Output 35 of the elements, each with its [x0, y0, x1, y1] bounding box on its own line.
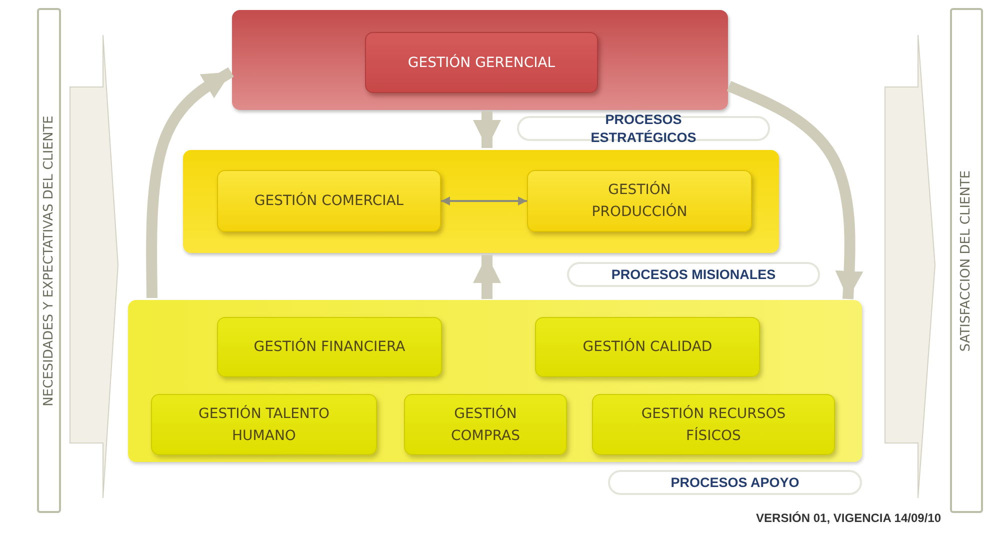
process-box: [365, 32, 598, 93]
process-label: GESTIÓN COMPRAS: [450, 404, 521, 446]
category-pill: [608, 470, 862, 495]
process-band: [128, 300, 862, 462]
process-label: GESTIÓN RECURSOS FÍSICOS: [640, 404, 787, 446]
process-band: [183, 150, 779, 253]
process-label: GESTIÓN GERENCIAL: [408, 53, 556, 72]
process-label: GESTIÓN COMERCIAL: [254, 191, 404, 211]
process-label: GESTIÓN FINANCIERA: [254, 337, 406, 357]
process-label: GESTIÓN TALENTO HUMANO: [198, 404, 330, 446]
process-box: [535, 317, 760, 377]
category-label: PROCESOS ESTRATÉGICOS: [590, 110, 698, 146]
vertical-label: NECESIDADES Y EXPECTATIVAS DEL CLIENTE: [40, 115, 57, 406]
process-label: GESTIÓN PRODUCCIÓN: [590, 180, 688, 222]
arrow: [726, 80, 864, 300]
process-box: [527, 170, 752, 232]
process-box: [404, 394, 567, 455]
category-pill: [517, 116, 770, 141]
customer-panel: [950, 8, 983, 513]
arrow: [146, 67, 234, 298]
category-label: PROCESOS APOYO: [670, 474, 800, 492]
arrow: [473, 255, 501, 299]
process-box: [217, 317, 442, 377]
arrow: [473, 111, 501, 148]
arrow: [441, 196, 527, 206]
version-note: VERSIÓN 01, VIGENCIA 14/09/10: [756, 511, 941, 525]
category-label: PROCESOS MISIONALES: [611, 266, 776, 284]
process-box: [151, 394, 377, 455]
process-band: [232, 10, 728, 110]
vertical-label: SATISFACCION DEL CLIENTE: [958, 170, 974, 352]
category-pill: [567, 262, 820, 287]
process-box: [217, 170, 441, 232]
customer-panel: [37, 8, 61, 513]
process-label: GESTIÓN CALIDAD: [582, 337, 712, 357]
process-box: [592, 394, 835, 455]
